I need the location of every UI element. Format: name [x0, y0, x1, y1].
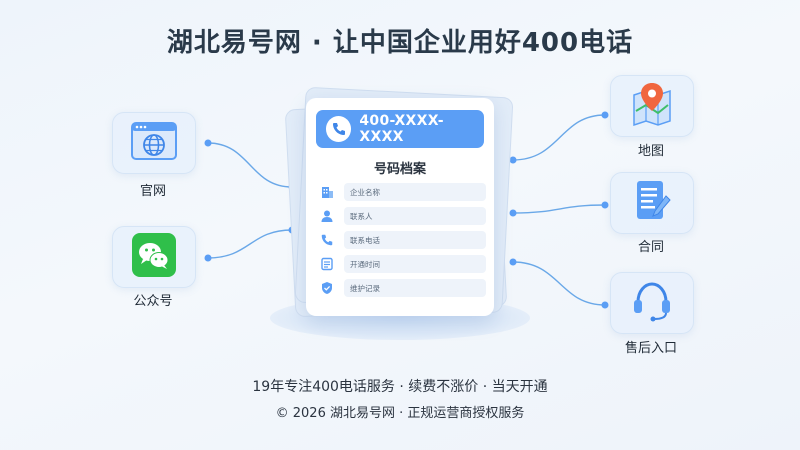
shield-check-icon: [320, 281, 334, 295]
field-company-name: 企业名称: [344, 183, 486, 201]
headset-icon: [629, 278, 675, 328]
wechat-icon: [132, 233, 176, 281]
footer-copyright: © 2026 湖北易号网 · 正规运营商授权服务: [275, 406, 525, 421]
document-title: 号码档案: [373, 162, 426, 177]
field-row-phone: 联系电话: [320, 231, 486, 249]
person-icon: [320, 209, 334, 223]
footer-tagline: 19年专注400电话服务 · 续费不涨价 · 当天开通: [252, 379, 548, 395]
contract-card[interactable]: [610, 172, 694, 234]
field-row-maintenance: 维护记录: [320, 279, 486, 297]
calendar-list-icon: [320, 257, 334, 271]
phone-number-banner: 400-XXXX-XXXX: [316, 110, 484, 148]
map-pin-icon: [630, 81, 674, 131]
page-title: 湖北易号网 · 让中国企业用好400电话: [166, 28, 634, 58]
after-sales-card[interactable]: [610, 272, 694, 334]
after-sales-label: 售后入口: [624, 341, 677, 356]
wechat-official-label: 公众号: [133, 294, 173, 309]
field-row-contact: 联系人: [320, 207, 486, 225]
field-row-open-time: 开通时间: [320, 255, 486, 273]
phone-number: 400-XXXX-XXXX: [359, 113, 444, 145]
website-card[interactable]: [112, 112, 196, 174]
building-icon: [320, 185, 334, 199]
field-open-time: 开通时间: [344, 255, 486, 273]
website-label: 官网: [139, 184, 166, 199]
field-row-company: 企业名称: [320, 183, 486, 201]
wechat-official-card[interactable]: [112, 226, 196, 288]
field-contact-person: 联系人: [344, 207, 486, 225]
contract-document-icon: [630, 178, 674, 228]
contract-label: 合同: [637, 240, 664, 255]
phone-icon: [326, 116, 352, 142]
map-card[interactable]: [610, 75, 694, 137]
field-contact-phone: 联系电话: [344, 231, 486, 249]
browser-globe-icon: [130, 121, 178, 165]
map-label: 地图: [637, 144, 664, 159]
field-maintenance-record: 维护记录: [344, 279, 486, 297]
phone-icon: [320, 233, 334, 247]
number-profile-document: 400-XXXX-XXXX 号码档案 企业名称 联系人 联系电话 开通时间 维护…: [306, 98, 494, 316]
